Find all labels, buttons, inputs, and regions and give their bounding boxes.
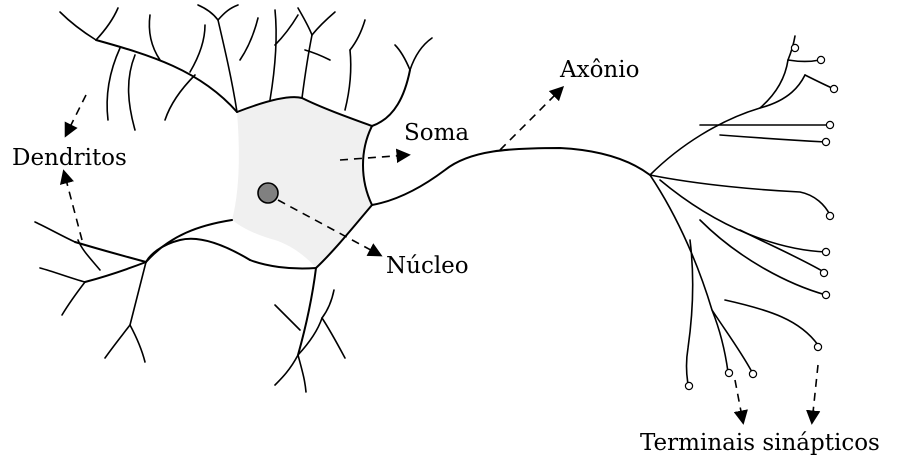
- terminals-arrow-left: [735, 380, 743, 422]
- terminal-knob: [725, 369, 732, 376]
- terminal-knob: [791, 44, 798, 51]
- terminal-knob: [814, 343, 821, 350]
- dendrites-arrow-up: [66, 95, 86, 135]
- dendrites: [35, 5, 432, 392]
- terminal-knob: [826, 121, 833, 128]
- terminal-knob: [826, 212, 833, 219]
- label-dendrites: Dendritos: [12, 145, 127, 171]
- label-synaptic-terminals: Terminais sinápticos: [640, 430, 880, 456]
- axon-arrow: [500, 88, 562, 150]
- terminal-knob: [822, 138, 829, 145]
- terminals-arrow-right: [812, 365, 818, 422]
- dendrites-arrow-down: [64, 172, 82, 240]
- label-soma: Soma: [404, 120, 469, 146]
- terminal-knob: [817, 56, 824, 63]
- terminal-knob: [749, 370, 756, 377]
- synaptic-terminal-knobs: [685, 44, 837, 389]
- terminal-knob: [820, 269, 827, 276]
- terminal-knob: [685, 382, 692, 389]
- label-axon: Axônio: [559, 57, 639, 83]
- axon-terminal-branches: [650, 36, 832, 384]
- terminal-knob: [822, 291, 829, 298]
- terminal-knob: [822, 248, 829, 255]
- terminal-knob: [830, 85, 837, 92]
- label-nucleus: Núcleo: [386, 253, 469, 279]
- soma-body: [232, 97, 372, 268]
- nucleus: [258, 183, 278, 203]
